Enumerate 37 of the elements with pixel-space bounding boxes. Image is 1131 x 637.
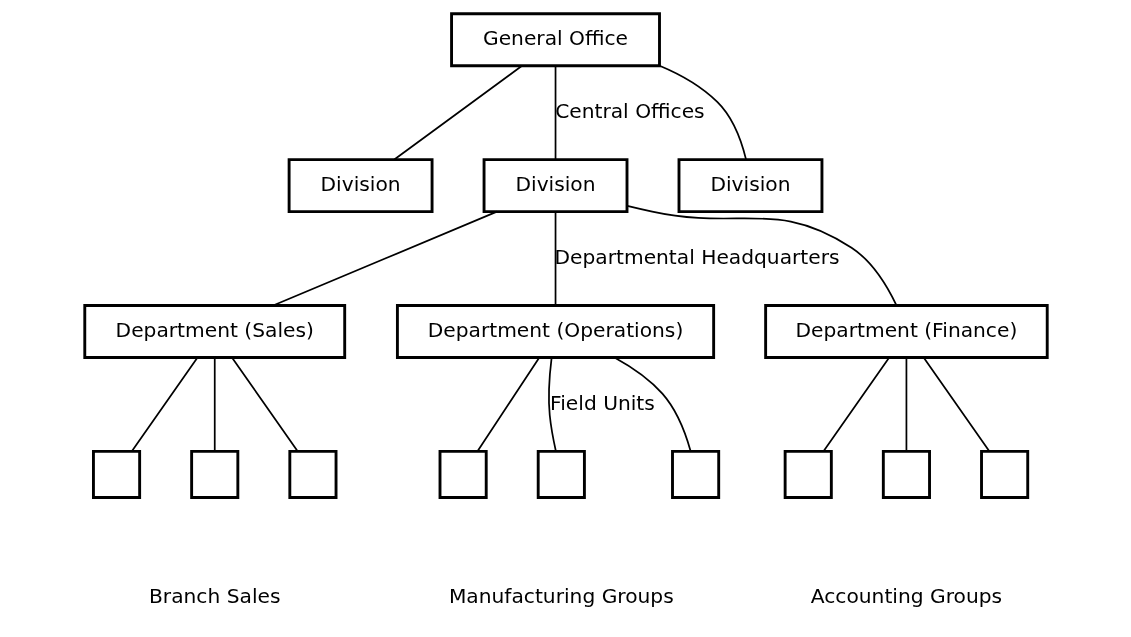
node-box	[979, 449, 1029, 499]
node-box	[783, 449, 833, 499]
connector	[230, 357, 298, 452]
node-box	[881, 449, 931, 499]
node-box	[189, 449, 239, 499]
connector	[476, 357, 540, 452]
node-box	[670, 449, 720, 499]
node-box: Department (Operations)	[395, 304, 715, 359]
node-box	[438, 449, 488, 499]
connector	[905, 357, 907, 452]
node-box	[287, 449, 337, 499]
edge-label: Central Offices	[554, 99, 705, 124]
connector	[613, 356, 691, 452]
connector	[272, 210, 498, 307]
node-box: Department (Finance)	[763, 304, 1049, 359]
node-box: Division	[677, 158, 823, 214]
node-box: Division	[287, 158, 433, 214]
edge-label: Departmental Headquarters	[554, 244, 840, 269]
label: Branch Sales	[148, 583, 280, 608]
label: Accounting Groups	[810, 583, 1002, 608]
connector	[213, 357, 216, 452]
connector	[392, 64, 523, 161]
node-box: Department (Sales)	[82, 304, 346, 359]
node-box: General Office	[449, 12, 661, 68]
node-box: Division	[482, 158, 628, 214]
connector	[822, 357, 890, 452]
connector	[547, 356, 557, 453]
label: Manufacturing Groups	[448, 583, 674, 608]
edge-label: Field Units	[549, 390, 655, 415]
connector	[625, 205, 897, 306]
node-box	[536, 449, 586, 499]
connector	[130, 357, 198, 452]
connector	[554, 65, 556, 161]
connector	[922, 357, 990, 452]
node-box	[91, 449, 141, 499]
connector	[658, 64, 747, 161]
connector	[554, 211, 556, 307]
